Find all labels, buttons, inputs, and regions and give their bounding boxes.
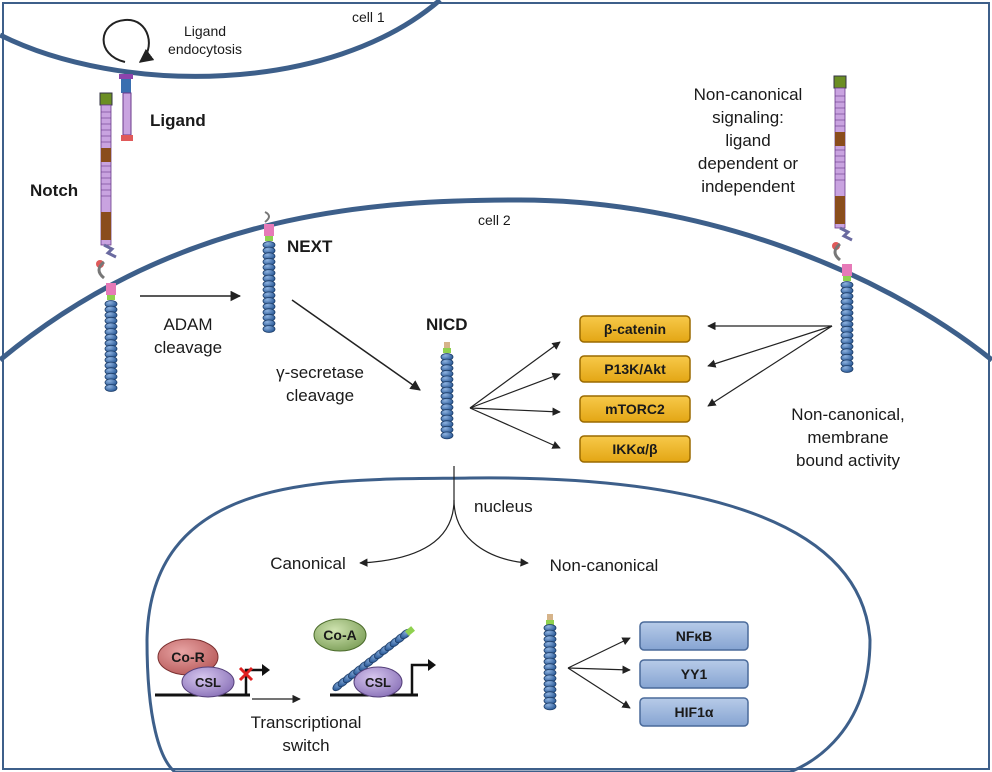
adam-label-1: ADAM xyxy=(163,315,212,334)
ligand-endocytosis-icon xyxy=(102,18,155,63)
nucleus-split-arrows xyxy=(359,466,529,567)
next-beads xyxy=(262,241,276,333)
noncanon-membrane-line-1: Non-canonical, xyxy=(791,405,904,424)
membrane-bound-arrows xyxy=(707,321,833,407)
csl-label-2: CSL xyxy=(365,675,391,690)
membrane-target-list: β-catenin P13K/Akt mTORC2 IKKα/β xyxy=(579,315,691,463)
gamma-secretase-arrow xyxy=(291,299,421,391)
nicd-label: NICD xyxy=(426,315,468,334)
svg-text:β-catenin: β-catenin xyxy=(604,321,666,337)
canonical-label: Canonical xyxy=(270,554,346,573)
bead xyxy=(840,365,854,373)
nicd-beads xyxy=(440,353,454,440)
transcriptional-label-1: Transcriptional xyxy=(251,713,362,732)
target-p13k-akt: P13K/Akt xyxy=(579,355,691,383)
transcriptional-label-2: switch xyxy=(282,736,329,755)
noncanon-signal-line-2: signaling: xyxy=(712,108,784,127)
repressed-complex-icon xyxy=(155,638,270,698)
target-nfkb: NFκB xyxy=(639,621,749,651)
noncanon-signal-line-4: dependent or xyxy=(698,154,799,173)
nuclear-target-list: NFκB YY1 HIF1α xyxy=(639,621,749,727)
svg-text:NFκB: NFκB xyxy=(676,628,713,644)
nicd-target-arrows xyxy=(469,341,561,449)
active-complex-icon xyxy=(313,618,436,698)
bead xyxy=(262,325,276,333)
svg-text:YY1: YY1 xyxy=(681,666,708,682)
bead xyxy=(104,384,118,392)
bead xyxy=(543,702,557,711)
next-fragment-icon xyxy=(264,211,274,241)
nuclear-nicd-beads xyxy=(543,624,557,711)
target-beta-catenin: β-catenin xyxy=(579,315,691,343)
noncanon-membrane-line-2: membrane xyxy=(807,428,888,447)
target-yy1: YY1 xyxy=(639,659,749,689)
cell1-membrane xyxy=(0,0,442,79)
nucleus-label: nucleus xyxy=(474,497,533,516)
noncanon-signal-line-3: ligand xyxy=(725,131,770,150)
gamma-label-2: cleavage xyxy=(286,386,354,405)
cell2-membrane xyxy=(0,197,992,362)
ligand-protein-icon xyxy=(119,74,133,141)
noncanon-signal-line-1: Non-canonical xyxy=(694,85,803,104)
next-label: NEXT xyxy=(287,237,333,256)
non-canonical-label: Non-canonical xyxy=(550,556,659,575)
svg-text:P13K/Akt: P13K/Akt xyxy=(604,361,666,377)
co-r-label: Co-R xyxy=(171,649,204,665)
noncanon-membrane-line-3: bound activity xyxy=(796,451,900,470)
ligand-endocytosis-label-2: endocytosis xyxy=(168,41,242,57)
nuclear-nicd-cap-icon xyxy=(546,614,554,625)
ligand-label: Ligand xyxy=(150,111,206,130)
cap xyxy=(405,626,415,636)
svg-text:mTORC2: mTORC2 xyxy=(605,401,665,417)
notch-icd-beads xyxy=(104,300,118,392)
svg-text:IKKα/β: IKKα/β xyxy=(612,441,658,457)
notch-right-icd-beads xyxy=(840,281,854,373)
co-a-label: Co-A xyxy=(323,627,356,643)
ligand-endocytosis-label-1: Ligand xyxy=(184,23,226,39)
notch-receptor-right-icon xyxy=(832,75,853,281)
csl-label-1: CSL xyxy=(195,675,221,690)
target-mtorc2: mTORC2 xyxy=(579,395,691,423)
target-ikk: IKKα/β xyxy=(579,435,691,463)
nuclear-target-arrows xyxy=(567,637,631,709)
nicd-cap-icon xyxy=(443,342,451,353)
adam-label-2: cleavage xyxy=(154,338,222,357)
noncanon-signal-line-5: independent xyxy=(701,177,795,196)
gamma-label-1: γ-secretase xyxy=(276,363,364,382)
svg-text:HIF1α: HIF1α xyxy=(675,704,714,720)
target-hif1a: HIF1α xyxy=(639,697,749,727)
cell1-label: cell 1 xyxy=(352,9,385,25)
notch-label: Notch xyxy=(30,181,78,200)
cell2-label: cell 2 xyxy=(478,212,511,228)
bead xyxy=(440,431,454,440)
notch-receptor-icon xyxy=(96,92,117,300)
